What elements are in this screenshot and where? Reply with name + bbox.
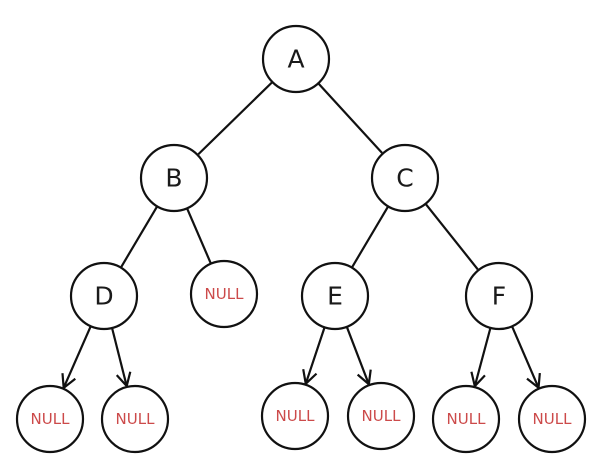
node-label: F	[492, 282, 506, 311]
node-circle	[431, 384, 501, 454]
node-circle	[517, 384, 587, 454]
node-label: A	[287, 45, 304, 74]
edge-E-NE1	[302, 323, 327, 386]
node-label: NULL	[31, 410, 71, 428]
null-node: NULL	[100, 384, 170, 454]
edge-line	[344, 322, 370, 385]
node-label: NULL	[447, 410, 487, 428]
node-label: NULL	[116, 410, 156, 428]
edge-line	[473, 323, 493, 387]
node-circle	[15, 384, 85, 454]
edge-line	[110, 323, 128, 387]
tree-node-d: D	[69, 261, 139, 331]
edge-B-D	[120, 202, 161, 268]
null-node: NULL	[260, 381, 330, 451]
node-circle	[370, 143, 440, 213]
node-label: NULL	[276, 407, 316, 425]
edge-line	[120, 202, 161, 268]
node-label: E	[327, 282, 343, 311]
node-label: NULL	[362, 407, 402, 425]
edge-F-NF2	[509, 322, 541, 390]
null-node: NULL	[15, 384, 85, 454]
null-node: NULL	[517, 384, 587, 454]
node-circle	[260, 381, 330, 451]
edge-line	[422, 199, 479, 271]
edge-A-B	[197, 78, 277, 156]
edges-layer	[61, 78, 541, 390]
tree-node-b: B	[139, 143, 209, 213]
edge-line	[314, 79, 383, 154]
edge-D-ND2	[110, 323, 132, 389]
node-circle	[189, 259, 259, 329]
tree-node-c: C	[370, 143, 440, 213]
edge-D-ND1	[61, 322, 94, 390]
node-label: NULL	[205, 285, 245, 303]
edge-line	[351, 202, 392, 268]
node-label: B	[165, 164, 182, 193]
edge-A-C	[314, 79, 383, 154]
edge-line	[304, 323, 327, 385]
node-circle	[261, 24, 331, 94]
nodes-layer: A B C D NULL E F NULL NULL NULL NULL NULL NULL	[15, 24, 587, 454]
edge-line	[62, 322, 94, 389]
node-circle	[100, 384, 170, 454]
null-node: NULL	[189, 259, 259, 329]
edge-line	[184, 204, 212, 264]
node-label: C	[396, 164, 413, 193]
tree-node-e: E	[300, 261, 370, 331]
edge-line	[197, 78, 277, 156]
node-circle	[346, 381, 416, 451]
node-circle	[69, 261, 139, 331]
tree-node-f: F	[464, 261, 534, 331]
edge-line	[509, 322, 540, 389]
node-circle	[464, 261, 534, 331]
null-node: NULL	[346, 381, 416, 451]
null-node: NULL	[431, 384, 501, 454]
edge-B-NB	[184, 204, 212, 264]
node-label: D	[94, 282, 113, 311]
edge-F-NF1	[470, 323, 493, 389]
node-circle	[300, 261, 370, 331]
edge-C-E	[351, 202, 392, 268]
node-circle	[139, 143, 209, 213]
tree-node-a: A	[261, 24, 331, 94]
edge-C-F	[422, 199, 479, 271]
node-label: NULL	[533, 410, 573, 428]
edge-E-NE2	[344, 322, 372, 387]
